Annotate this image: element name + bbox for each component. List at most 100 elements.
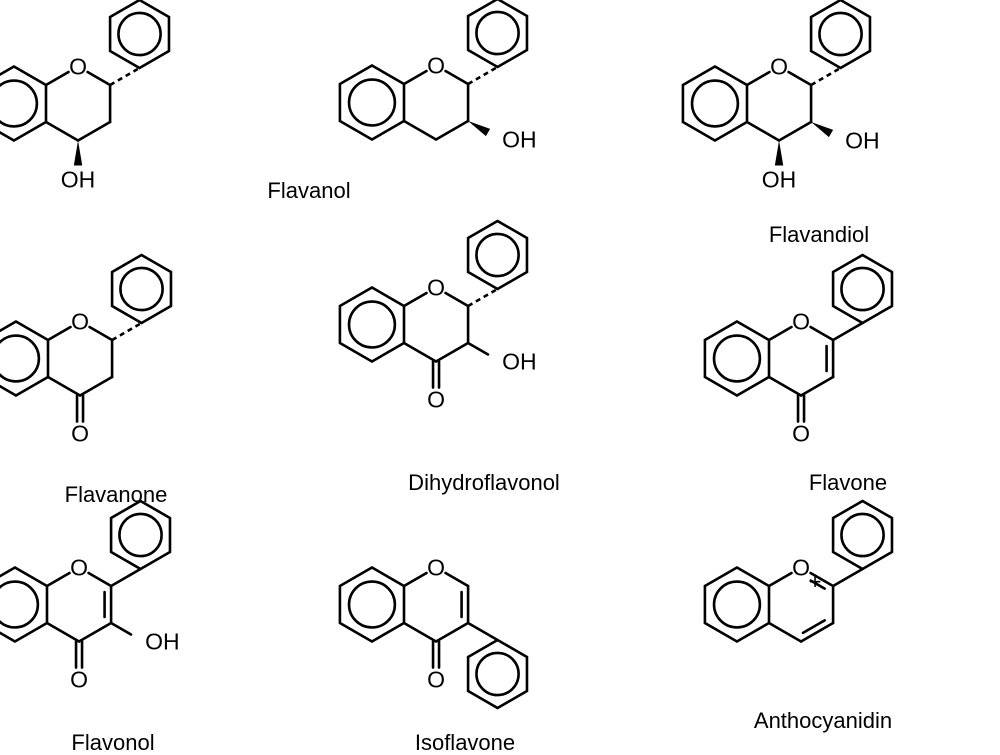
bond: [831, 321, 864, 342]
bond: [76, 120, 112, 142]
double-bond: [801, 619, 826, 635]
flavandiol-ring-oxygen: O: [770, 54, 788, 80]
bond: [767, 325, 793, 342]
flavandiol-benzene-ring-aromatic-circle: [690, 79, 740, 128]
flavanol-phenyl-ring: [108, 0, 171, 70]
flavanone-benzene-ring-aromatic-circle: [0, 334, 41, 383]
flavone-carbonyl-oxygen: O: [792, 421, 810, 447]
bond: [444, 571, 470, 588]
bond: [434, 621, 470, 643]
flavan-3-ol-ring-oxygen: O: [427, 53, 445, 79]
bond: [402, 621, 438, 643]
dihydroflavonol-phenyl-ring: [466, 219, 529, 291]
wedge-bond: [73, 140, 83, 166]
flavanone-stereo-bond: [111, 321, 143, 342]
structure-flavone: OO: [703, 253, 894, 447]
bond: [745, 70, 771, 87]
flavan-3-ol-phenyl-ring: [466, 0, 529, 69]
structure-flavandiol: O OH OH: [681, 0, 880, 193]
bond: [402, 571, 428, 588]
bond: [831, 567, 864, 588]
bond: [402, 69, 428, 86]
flavanone-benzene-ring: [0, 319, 50, 398]
flavonol-phenyl-ring-aromatic-circle: [118, 512, 163, 558]
flavonol-ring-oxygen: O: [70, 555, 88, 581]
flavonol-carbonyl-oxygen: O: [70, 667, 88, 693]
bond: [767, 375, 803, 397]
bond: [86, 70, 112, 87]
bond: [109, 621, 133, 636]
flavandiol-phenyl-ring: [809, 0, 872, 70]
bond: [402, 119, 438, 141]
flavanol-hydroxyl-4: OH: [61, 167, 96, 193]
bond: [402, 291, 428, 308]
wedge-bond: [468, 121, 491, 137]
bond: [88, 325, 114, 342]
anthocyanidin-phenyl-ring: [831, 499, 894, 571]
bond: [77, 621, 113, 643]
flavanol-phenyl-ring-aromatic-circle: [117, 11, 162, 57]
bond: [799, 375, 835, 397]
double-bond: [809, 579, 826, 590]
flavone-phenyl-ring-aromatic-circle: [840, 266, 885, 312]
wedge-bond: [811, 122, 834, 138]
label-isoflavone: Isoflavone: [414, 730, 516, 755]
bond: [799, 621, 835, 643]
label-flavandiol: Flavandiol: [768, 222, 870, 247]
flavonol-phenyl-ring: [109, 499, 172, 571]
flavanone-carbonyl-oxygen: O: [71, 421, 89, 447]
bond: [787, 70, 813, 87]
flavanone-phenyl-ring: [110, 253, 173, 325]
flavanol-benzene-ring-aromatic-circle: [0, 79, 39, 128]
flavandiol-hydroxyl-4: OH: [762, 167, 797, 193]
bond: [745, 120, 781, 142]
dihydroflavonol-carbonyl-oxygen: O: [427, 387, 445, 413]
bond: [46, 325, 72, 342]
dihydroflavonol-stereo-bond: [467, 287, 499, 308]
bond: [777, 120, 813, 142]
bond: [466, 341, 490, 356]
flavone-ring-oxygen: O: [792, 309, 810, 335]
bond: [78, 375, 114, 397]
structure-anthocyanidin: O+: [703, 499, 894, 644]
flavandiol-hydroxyl: OH: [845, 128, 880, 154]
flavanone-phenyl-ring-aromatic-circle: [119, 266, 164, 312]
bond: [109, 567, 142, 588]
bond: [767, 621, 803, 643]
flavanol-benzene-ring: [0, 64, 48, 143]
structure-flavan-3-ol: O OH: [338, 0, 537, 153]
flavonol-benzene-ring: [0, 565, 49, 644]
dihydroflavonol-ring-oxygen: O: [427, 275, 445, 301]
bond: [44, 70, 70, 87]
anthocyanidin-benzene-ring-aromatic-circle: [712, 580, 762, 629]
flavan-3-ol-hydroxyl: OH: [502, 127, 536, 153]
flavonol-hydroxyl: OH: [145, 629, 180, 655]
isoflavone-ring-oxygen: O: [427, 555, 445, 581]
structure-flavanol: O OH: [0, 0, 171, 193]
flavandiol-phenyl-ring-aromatic-circle: [818, 11, 863, 57]
flavanol-ring-oxygen: O: [69, 54, 87, 80]
wedge-bond: [774, 140, 784, 166]
isoflavone-phenyl-ring-aromatic-circle: [475, 651, 520, 697]
bond: [444, 291, 470, 308]
dihydroflavonol-benzene-ring-aromatic-circle: [347, 300, 397, 349]
structure-flavanone: OO: [0, 253, 173, 447]
bond: [87, 571, 113, 588]
flavan-3-ol-stereo-bond: [467, 65, 499, 86]
bond: [45, 571, 71, 588]
label-flavone: Flavone: [808, 470, 888, 495]
bond: [809, 325, 835, 342]
bond: [45, 621, 81, 643]
structure-isoflavone: OO: [338, 555, 529, 710]
bond: [44, 120, 80, 142]
label-dihydroflavonol: Dihydroflavonol: [408, 470, 560, 495]
flavan-3-ol-benzene-ring-aromatic-circle: [347, 78, 397, 127]
isoflavone-phenyl-ring: [466, 638, 529, 710]
bond: [809, 571, 835, 588]
label-flavanone: Flavanone: [64, 482, 168, 507]
structure-flavonol: O O OH: [0, 499, 180, 693]
bond: [767, 571, 793, 588]
flavanol-stereo-bond: [109, 66, 141, 87]
anthocyanidin-ring-oxygen: O: [792, 555, 810, 581]
isoflavone-carbonyl-oxygen: O: [427, 667, 445, 693]
